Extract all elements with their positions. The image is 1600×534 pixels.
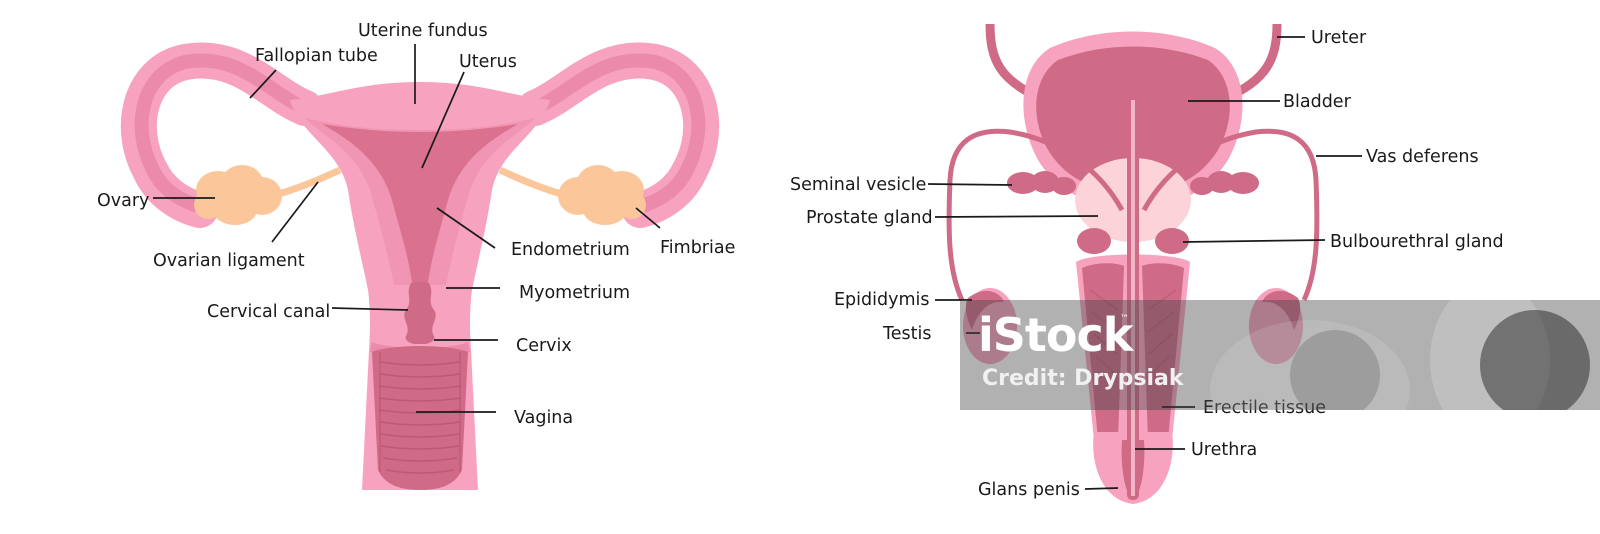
label-ureter: Ureter [1311,28,1367,48]
label-epididymis: Epididymis [834,290,930,310]
right-ovary [558,165,646,225]
label-fimbriae: Fimbriae [660,238,735,258]
istock-watermark: iStock ™ Credit: Drypsiak [960,300,1600,410]
label-cervical-canal: Cervical canal [207,302,330,322]
label-ovarian-ligament: Ovarian ligament [153,251,305,271]
label-urethra: Urethra [1191,440,1257,460]
female-leader-lines [153,44,661,413]
left-testis-group [963,288,1017,364]
label-fallopian-tube: Fallopian tube [255,46,378,66]
label-erectile-tissue: Erectile tissue [1203,398,1326,418]
label-cervix: Cervix [516,336,572,356]
left-ovary [194,165,282,225]
right-vas-deferens [1141,128,1320,302]
trademark-mark: ™ [1120,314,1129,324]
left-vas-deferens [946,128,1125,302]
male-labels: Ureter Bladder Vas deferens Seminal vesi… [790,28,1504,500]
label-vagina: Vagina [514,408,573,428]
female-reproductive-system: Uterine fundus Fallopian tube Uterus Ova… [97,21,735,490]
uterine-cavity [322,124,518,282]
right-bulbourethral-gland [1155,228,1189,254]
male-reproductive-system: Ureter Bladder Vas deferens Seminal vesi… [790,23,1504,504]
istock-logo: iStock [978,308,1133,362]
vagina-shape [372,346,468,490]
label-testis: Testis [882,324,931,344]
label-bulbourethral-gland: Bulbourethral gland [1330,232,1504,252]
cervical-canal-shape [404,282,436,344]
male-leader-lines [927,36,1362,490]
label-vas-deferens: Vas deferens [1366,147,1479,167]
image-credit: Credit: Drypsiak [982,366,1184,391]
left-bulbourethral-gland [1077,228,1111,254]
right-seminal-vesicle [1190,171,1259,195]
right-ovarian-ligament [498,166,569,200]
label-prostate-gland: Prostate gland [806,208,933,228]
label-endometrium: Endometrium [511,240,630,260]
label-ovary: Ovary [97,191,149,211]
label-uterine-fundus: Uterine fundus [358,21,488,41]
label-bladder: Bladder [1283,92,1352,112]
right-testis-group [1249,288,1303,364]
label-seminal-vesicle: Seminal vesicle [790,175,926,195]
female-labels: Uterine fundus Fallopian tube Uterus Ova… [97,21,735,428]
label-glans-penis: Glans penis [978,480,1080,500]
left-seminal-vesicle [1007,171,1076,195]
left-ovarian-ligament [271,166,342,200]
label-uterus: Uterus [459,52,517,72]
label-myometrium: Myometrium [519,283,630,303]
